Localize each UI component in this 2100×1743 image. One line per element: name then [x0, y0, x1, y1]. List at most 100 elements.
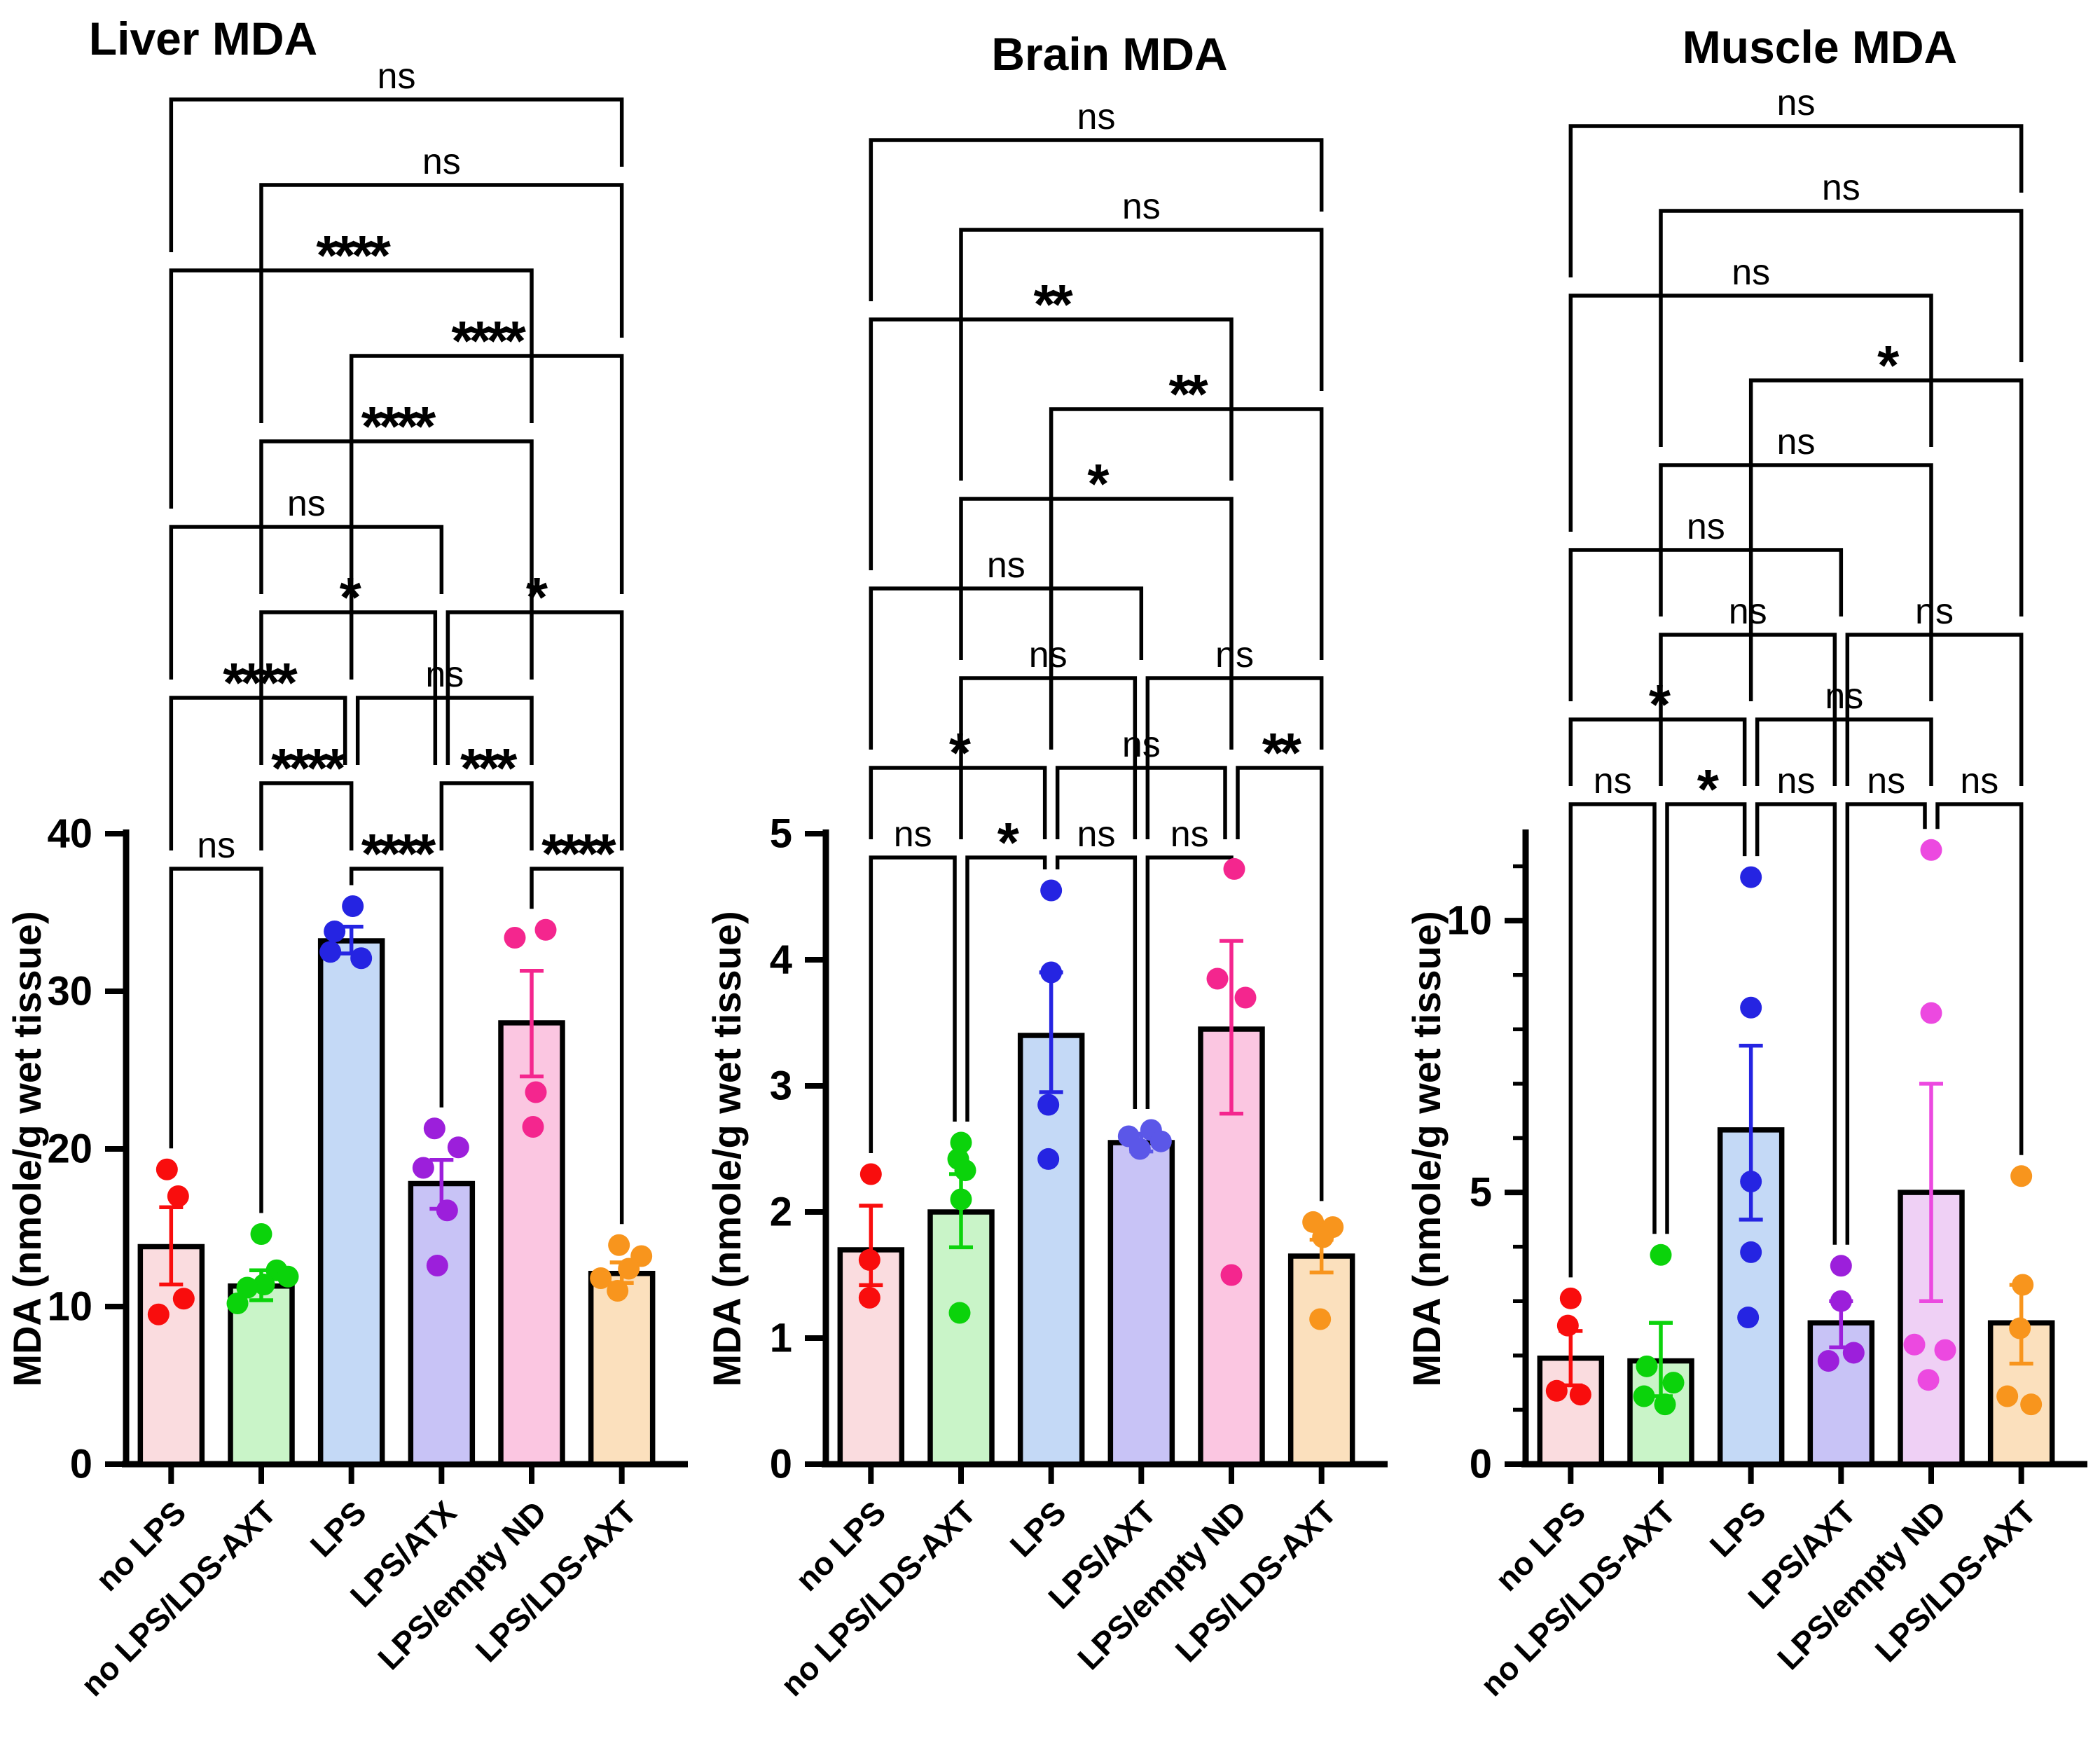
y-tick-label: 30 [47, 969, 92, 1014]
data-point [1654, 1393, 1676, 1416]
data-point [226, 1293, 249, 1314]
data-point [1037, 1148, 1060, 1170]
sig-label-1-4: ns [287, 483, 326, 524]
sig-bracket-4-6 [1145, 676, 1324, 839]
sig-bracket-2-5 [259, 439, 534, 680]
data-point [608, 1234, 630, 1256]
sig-bracket-3-6 [1748, 378, 2024, 701]
data-point [858, 1248, 880, 1271]
data-point [1740, 866, 1762, 888]
data-point [1234, 986, 1257, 1009]
panel-title: Muscle MDA [1683, 21, 1957, 73]
sig-label-3-5: ns [1122, 724, 1161, 765]
sig-bracket-2-3 [259, 781, 354, 850]
data-point [1842, 1342, 1865, 1364]
sig-label-2-3: * [997, 811, 1020, 874]
y-axis-title: MDA (nmole/g wet tissue) [5, 911, 49, 1386]
data-point [1740, 1171, 1762, 1193]
sig-label-5-6: ** [1262, 722, 1302, 784]
data-point [859, 1163, 882, 1185]
x-tick-label-3: LPS [303, 1494, 373, 1564]
data-point [1903, 1333, 1926, 1356]
x-tick-label-3: LPS [1003, 1494, 1073, 1564]
sig-label-3-6: * [1877, 334, 1900, 397]
data-point [525, 1081, 547, 1103]
sig-bracket-3-4 [1755, 802, 1837, 1245]
sig-bracket-1-3 [869, 766, 1047, 839]
sig-label-2-4: ns [1029, 635, 1068, 675]
data-point [324, 921, 346, 942]
sig-label-4-6: * [526, 566, 548, 628]
data-point [1569, 1384, 1591, 1406]
sig-bracket-1-3 [1568, 717, 1747, 786]
data-point [412, 1157, 434, 1179]
y-tick-label: 10 [1446, 898, 1492, 944]
data-point [2020, 1393, 2043, 1416]
sig-label-1-2: ns [197, 825, 235, 866]
sig-label-3-5: ns [425, 654, 464, 695]
data-point [1040, 961, 1063, 984]
sig-label-1-4: ns [987, 545, 1025, 586]
data-point [1545, 1379, 1568, 1402]
data-point [858, 1286, 880, 1309]
data-point [2009, 1317, 2031, 1339]
sig-bracket-5-6 [1935, 802, 2024, 1155]
y-axis-title: MDA (nmole/g wet tissue) [705, 911, 749, 1386]
x-tick-label-6: LPS/LDS-AXT [1168, 1494, 1343, 1669]
sig-label-3-6: ** [1169, 363, 1209, 425]
sig-label-1-6: ns [1077, 97, 1116, 137]
sig-label-2-5: * [1087, 453, 1110, 515]
sig-label-3-4: **** [361, 822, 436, 885]
data-point [1662, 1372, 1685, 1394]
sig-label-5-6: **** [541, 822, 616, 885]
sig-label-2-6: ns [1122, 186, 1161, 227]
data-point [436, 1199, 458, 1222]
sig-label-3-4: ns [1077, 814, 1116, 855]
sig-bracket-2-5 [959, 497, 1234, 750]
data-point [504, 927, 526, 949]
sig-label-1-3: * [949, 722, 972, 784]
data-point [2010, 1165, 2033, 1187]
sig-bracket-1-4 [869, 586, 1144, 750]
sig-bracket-1-3 [169, 696, 347, 850]
sig-label-5-6: ns [1960, 761, 1998, 801]
y-tick-label: 0 [770, 1442, 792, 1487]
sig-bracket-4-6 [1845, 633, 2024, 786]
sig-bracket-3-5 [355, 696, 534, 765]
y-tick-label: 10 [47, 1284, 92, 1330]
sig-bracket-3-6 [1049, 407, 1324, 750]
data-point [1220, 1264, 1243, 1286]
data-point [1740, 1241, 1762, 1263]
data-point [250, 1223, 272, 1245]
data-point [423, 1117, 445, 1140]
sig-bracket-3-5 [1755, 717, 1933, 786]
data-point [172, 1288, 195, 1310]
y-tick-label: 20 [47, 1127, 92, 1172]
data-point [156, 1158, 178, 1180]
data-point [1917, 1369, 1940, 1391]
y-tick-label: 0 [1470, 1442, 1492, 1487]
data-point [534, 918, 557, 941]
bar-liver-6 [588, 1271, 656, 1467]
sig-label-2-4: * [340, 566, 362, 628]
data-point [590, 1267, 612, 1289]
sig-bracket-2-4 [1659, 633, 1837, 786]
data-point [1817, 1350, 1839, 1372]
panel-title: Brain MDA [991, 28, 1227, 80]
sig-bracket-1-5 [869, 317, 1234, 570]
y-tick-label: 5 [1470, 1170, 1492, 1215]
y-tick-label: 5 [770, 811, 792, 857]
y-tick-label: 2 [770, 1190, 792, 1235]
sig-bracket-1-6 [1568, 124, 2024, 277]
sig-bracket-3-4 [1055, 855, 1138, 1109]
sig-bracket-3-4 [349, 867, 444, 1108]
data-point [1149, 1130, 1172, 1152]
sig-bracket-2-5 [1659, 463, 1933, 701]
panel-title: Liver MDA [89, 13, 317, 64]
data-point [1556, 1314, 1579, 1337]
